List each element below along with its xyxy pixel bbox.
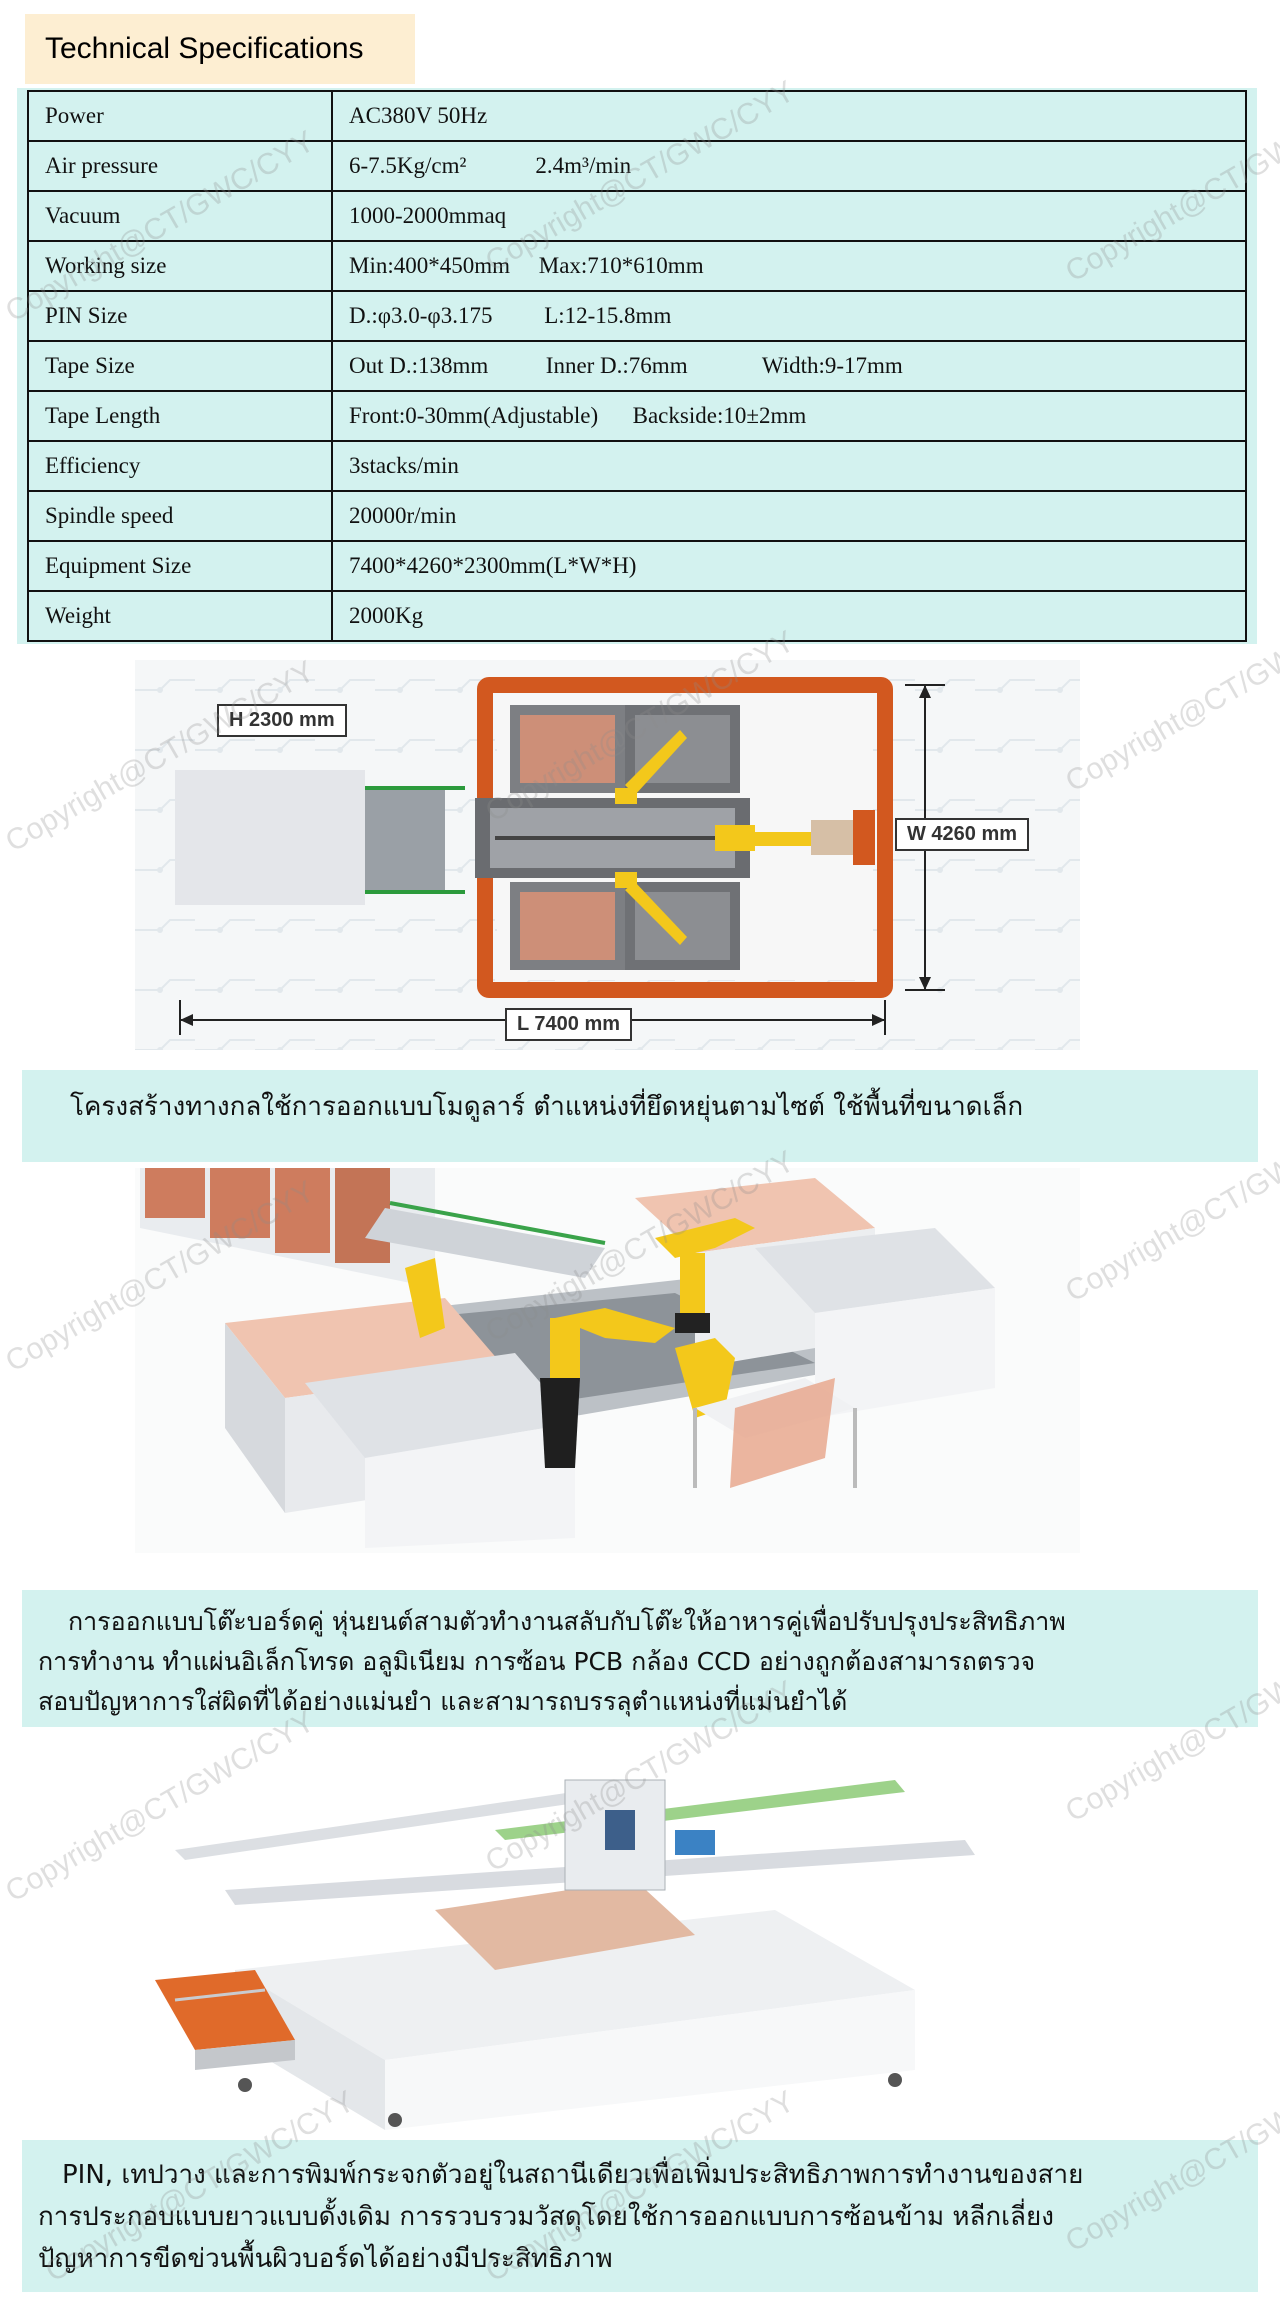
- caption-dual-table: การออกแบบโต๊ะบอร์ดคู่ หุ่นยนต์สามตัวทำงา…: [22, 1590, 1258, 1727]
- spec-label: Tape Size: [27, 340, 333, 392]
- dual-table-machine-figure: [135, 1168, 1080, 1553]
- spec-value: 6-7.5Kg/cm² 2.4m³/min: [331, 140, 1247, 192]
- spec-value: Min:400*450mm Max:710*610mm: [331, 240, 1247, 292]
- spec-label: Efficiency: [27, 440, 333, 492]
- spec-value: Out D.:138mm Inner D.:76mm Width:9-17mm: [331, 340, 1247, 392]
- caption-line: ปัญหาการขีดข่วนพื้นผิวบอร์ดได้อย่างมีประ…: [38, 2244, 613, 2274]
- long-line-machine-figure: [135, 1740, 1080, 2130]
- spec-label: Power: [27, 90, 333, 142]
- width-dimension-label: W 4260 mm: [895, 818, 1030, 851]
- spec-value: 7400*4260*2300mm(L*W*H): [331, 540, 1247, 592]
- spec-label: Equipment Size: [27, 540, 333, 592]
- caption-text: โครงสร้างทางกลใช้การออกแบบโมดูลาร์ ตำแหน…: [70, 1092, 1024, 1122]
- spec-label: PIN Size: [27, 290, 333, 342]
- spec-label: Air pressure: [27, 140, 333, 192]
- caption-line: การประกอบแบบยาวแบบดั้งเดิม การรวบรวมวัสด…: [38, 2202, 1054, 2232]
- caption-line: การทำงาน ทำแผ่นอิเล็กโทรด อลูมิเนียม การ…: [38, 1647, 1036, 1676]
- spec-value: 1000-2000mmaq: [331, 190, 1247, 242]
- spec-value: 3stacks/min: [331, 440, 1247, 492]
- caption-single-station: PIN, เทปวาง และการพิมพ์กระจกตัวอยู่ในสถา…: [22, 2140, 1258, 2292]
- spec-value: D.:φ3.0-φ3.175 L:12-15.8mm: [331, 290, 1247, 342]
- page-title: Technical Specifications: [25, 14, 415, 84]
- caption-modular-design: โครงสร้างทางกลใช้การออกแบบโมดูลาร์ ตำแหน…: [22, 1070, 1258, 1162]
- spec-value: 20000r/min: [331, 490, 1247, 542]
- spec-label: Working size: [27, 240, 333, 292]
- layout-figure: H 2300 mm W 4260 mm L 7400 mm: [135, 660, 1080, 1050]
- spec-label: Weight: [27, 590, 333, 642]
- spec-value: AC380V 50Hz: [331, 90, 1247, 142]
- dual-table-machine-illustration: [140, 1168, 995, 1548]
- spec-label: Tape Length: [27, 390, 333, 442]
- caption-line: สอบปัญหาการใส่ผิดที่ได้อย่างแม่นยำ และสา…: [38, 1687, 848, 1716]
- spec-label: Spindle speed: [27, 490, 333, 542]
- long-line-machine-illustration: [155, 1779, 975, 2130]
- length-dimension-label: L 7400 mm: [505, 1008, 633, 1041]
- spec-value: Front:0-30mm(Adjustable) Backside:10±2mm: [331, 390, 1247, 442]
- height-dimension-label: H 2300 mm: [217, 704, 347, 737]
- spec-value: 2000Kg: [331, 590, 1247, 642]
- caption-line: PIN, เทปวาง และการพิมพ์กระจกตัวอยู่ในสถา…: [62, 2160, 1084, 2190]
- caption-line: การออกแบบโต๊ะบอร์ดคู่ หุ่นยนต์สามตัวทำงา…: [68, 1607, 1066, 1636]
- spec-label: Vacuum: [27, 190, 333, 242]
